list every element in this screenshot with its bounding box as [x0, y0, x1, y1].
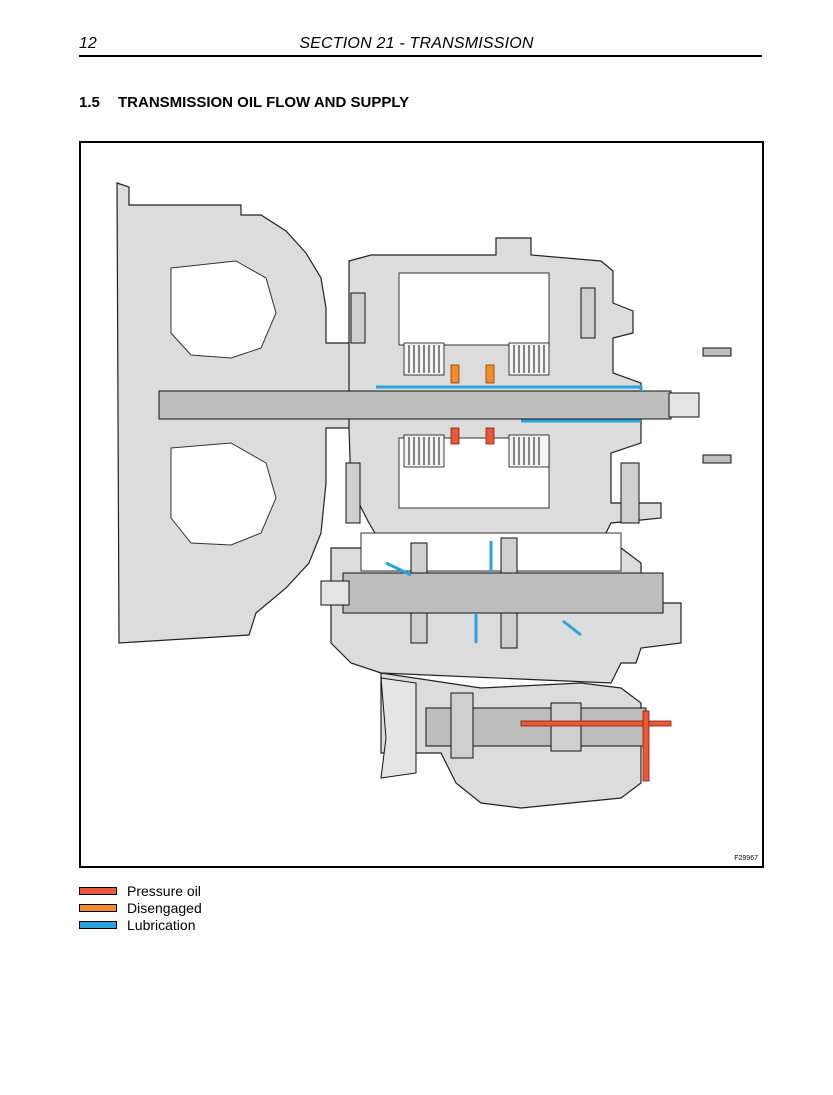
section-heading: 1.5 TRANSMISSION OIL FLOW AND SUPPLY	[79, 94, 409, 111]
heading-number: 1.5	[79, 94, 100, 111]
figure-code: F29967	[734, 855, 758, 862]
legend-item-pressure-oil: Pressure oil	[79, 882, 202, 899]
legend-swatch-disengaged	[79, 903, 117, 912]
legend-swatch-pressure-oil	[79, 886, 117, 895]
input-shaft	[158, 390, 672, 420]
transmission-cross-section-drawing	[116, 182, 732, 809]
section-title: SECTION 21 - TRANSMISSION	[299, 35, 534, 52]
disengaged-flow	[450, 364, 495, 384]
legend: Pressure oil Disengaged Lubrication	[79, 882, 202, 933]
legend-swatch-lubrication	[79, 920, 117, 929]
lubrication-flow	[376, 385, 643, 643]
header-rule	[79, 55, 762, 57]
page-number: 12	[79, 35, 97, 52]
legend-label-lubrication: Lubrication	[127, 916, 196, 933]
legend-item-lubrication: Lubrication	[79, 916, 202, 933]
figure-frame: F29967	[79, 141, 764, 868]
legend-label-disengaged: Disengaged	[127, 899, 202, 916]
heading-title: TRANSMISSION OIL FLOW AND SUPPLY	[118, 94, 410, 111]
counter-shaft	[342, 572, 664, 614]
pressure-flow	[450, 427, 672, 782]
legend-item-disengaged: Disengaged	[79, 899, 202, 916]
legend-label-pressure-oil: Pressure oil	[127, 882, 201, 899]
